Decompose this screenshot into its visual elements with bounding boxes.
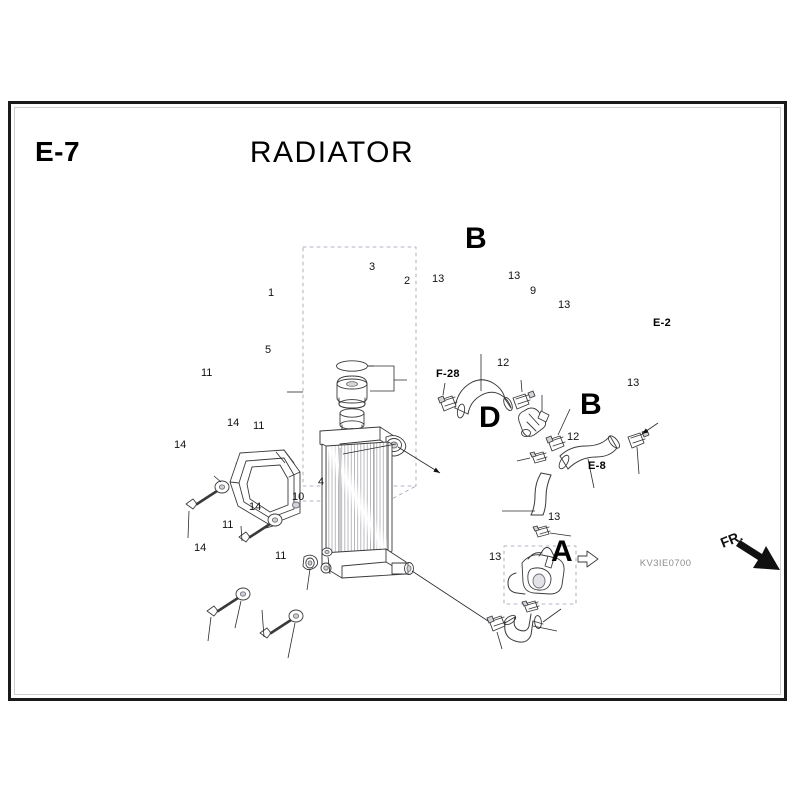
part-number-3: 3 xyxy=(369,261,376,273)
part-number-10: 10 xyxy=(292,491,305,503)
part-number-5: 5 xyxy=(265,344,272,356)
part-number-14: 14 xyxy=(194,542,207,554)
part-number-14: 14 xyxy=(249,501,262,513)
part-number-11: 11 xyxy=(253,420,265,432)
part-number-14: 14 xyxy=(174,439,187,451)
exploded-diagram xyxy=(8,101,787,701)
part-number-12: 12 xyxy=(497,357,510,369)
cross-ref-e8[interactable]: E-8 xyxy=(588,460,607,472)
part-number-13: 13 xyxy=(508,270,521,282)
part-number-1: 1 xyxy=(268,287,275,299)
section-code: E-7 xyxy=(35,136,81,167)
hose-label-b2: B xyxy=(580,388,602,421)
part-number-13: 13 xyxy=(489,551,502,563)
page-title: RADIATOR xyxy=(249,136,415,169)
cross-ref-e2[interactable]: E-2 xyxy=(653,317,672,329)
hose-label-b1: B xyxy=(465,222,487,255)
part-number-11: 11 xyxy=(201,367,213,379)
part-number-12: 12 xyxy=(567,431,580,443)
cross-ref-f28[interactable]: F-28 xyxy=(436,368,460,380)
part-number-11: 11 xyxy=(222,519,234,531)
part-number-14: 14 xyxy=(227,417,240,429)
catalog-watermark: KV3IE0700 xyxy=(639,558,692,568)
hose-label-a: A xyxy=(551,535,573,568)
front-direction-arrow-icon xyxy=(736,540,780,570)
part-number-13: 13 xyxy=(627,377,640,389)
part-number-9: 9 xyxy=(530,285,537,297)
part-number-13: 13 xyxy=(432,273,445,285)
part-number-11: 11 xyxy=(275,550,287,562)
part-number-13: 13 xyxy=(548,511,561,523)
part-number-4: 4 xyxy=(318,476,325,488)
part-number-13: 13 xyxy=(558,299,571,311)
part-number-2: 2 xyxy=(404,275,411,287)
hose-label-d: D xyxy=(479,401,501,434)
